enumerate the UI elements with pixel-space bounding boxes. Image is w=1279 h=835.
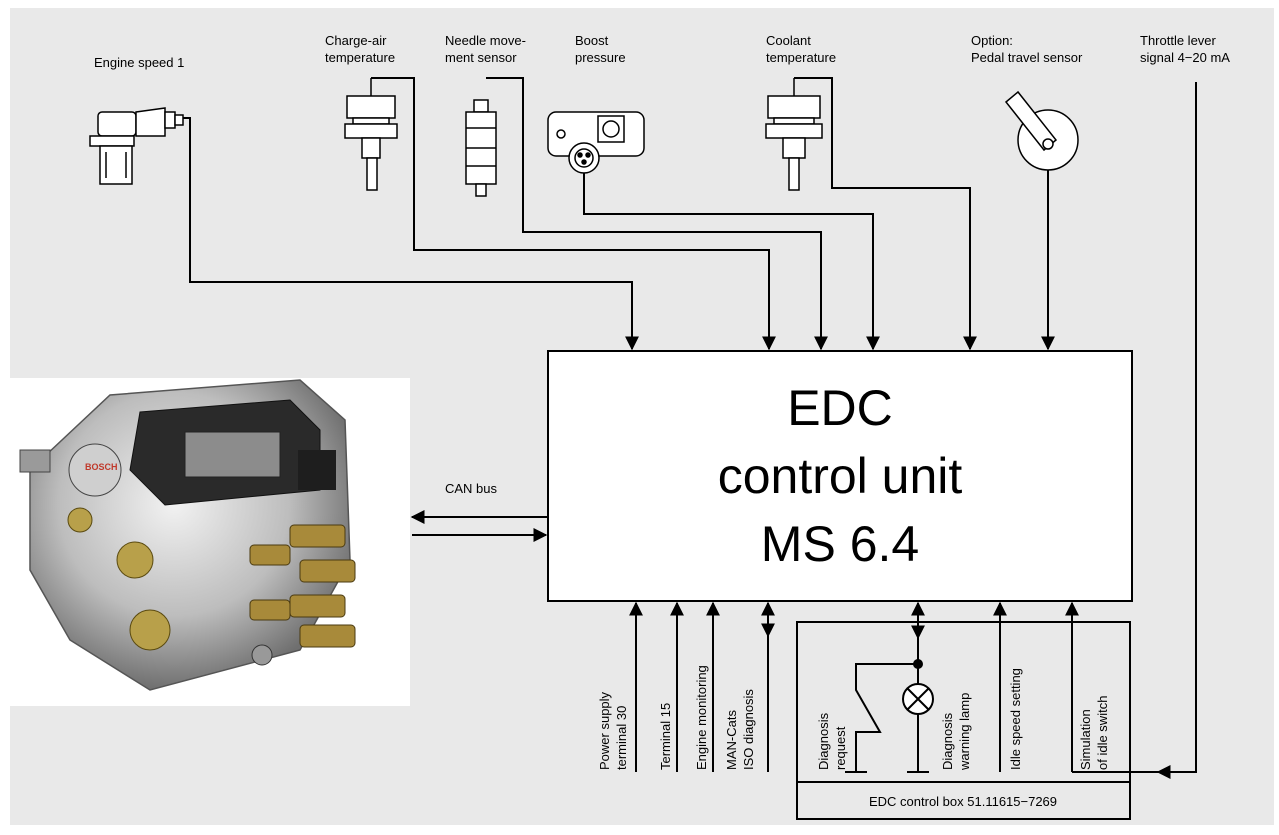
- label-diag-request-2: request: [833, 726, 848, 770]
- label-idle-speed: Idle speed setting: [1008, 668, 1023, 770]
- label-coolant-2: temperature: [766, 50, 836, 65]
- label-man-cats-1: MAN-Cats: [724, 710, 739, 770]
- label-pedal-2: Pedal travel sensor: [971, 50, 1083, 65]
- label-idle-switch-1: Simulation: [1078, 709, 1093, 770]
- needle-sensor-icon: [466, 100, 496, 196]
- can-bus-label: CAN bus: [445, 481, 498, 496]
- control-unit-model: MS 6.4: [761, 516, 919, 572]
- label-engine-monitoring: Engine monitoring: [694, 665, 709, 770]
- label-throttle-2: signal 4−20 mA: [1140, 50, 1230, 65]
- label-throttle-1: Throttle lever: [1140, 33, 1217, 48]
- control-unit-subtitle: control unit: [718, 448, 963, 504]
- label-power-supply-2: terminal 30: [614, 706, 629, 770]
- label-coolant-1: Coolant: [766, 33, 811, 48]
- control-box-title: EDC control box 51.11615−7269: [869, 794, 1057, 809]
- label-needle-2: ment sensor: [445, 50, 517, 65]
- label-pedal-1: Option:: [971, 33, 1013, 48]
- label-boost-1: Boost: [575, 33, 609, 48]
- label-idle-switch-2: of idle switch: [1095, 696, 1110, 770]
- label-needle-1: Needle move-: [445, 33, 526, 48]
- label-power-supply-1: Power supply: [597, 691, 612, 770]
- label-charge-air-2: temperature: [325, 50, 395, 65]
- label-diag-lamp-2: warning lamp: [957, 693, 972, 771]
- label-diag-request-1: Diagnosis: [816, 712, 831, 770]
- pump-brand-label: BOSCH: [85, 462, 118, 472]
- label-engine-speed: Engine speed 1: [94, 55, 184, 70]
- label-diag-lamp-1: Diagnosis: [940, 712, 955, 770]
- label-man-cats-2: ISO diagnosis: [741, 689, 756, 770]
- label-charge-air-1: Charge-air: [325, 33, 387, 48]
- control-unit-title: EDC: [787, 380, 893, 436]
- label-boost-2: pressure: [575, 50, 626, 65]
- label-terminal-15: Terminal 15: [658, 703, 673, 770]
